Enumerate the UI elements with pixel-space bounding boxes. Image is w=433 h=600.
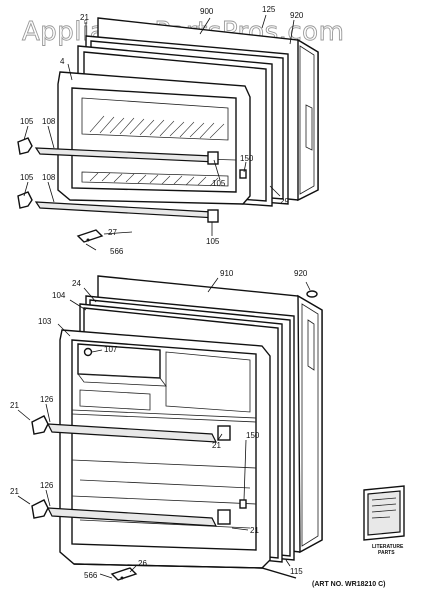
label-125: 125 — [262, 5, 276, 14]
label-115: 115 — [290, 567, 303, 576]
fresh-food-leaders — [17, 277, 311, 579]
end-cap-21-lower — [31, 499, 49, 519]
label-105-d: 105 — [206, 237, 220, 246]
label-107: 107 — [104, 345, 118, 354]
fresh-food-door-assembly — [31, 275, 323, 581]
label-4: 4 — [60, 57, 65, 66]
literature-label-line1: LITERATURE — [372, 544, 404, 550]
freezer-inner-liner — [57, 71, 251, 205]
label-24: 24 — [72, 279, 81, 288]
label-150-top: 150 — [240, 154, 254, 163]
end-cap-105-lower — [17, 191, 33, 209]
knob-107 — [83, 347, 93, 357]
shelf-bracket-21-lower — [217, 509, 231, 525]
shelf-bracket-right-upper — [207, 151, 219, 165]
label-566-bottom: 566 — [84, 571, 98, 580]
label-21-top: 21 — [80, 13, 89, 22]
label-26: 26 — [138, 559, 147, 568]
label-900: 900 — [200, 7, 214, 16]
label-108-a: 108 — [42, 117, 56, 126]
fresh-food-part-numbers: 910 920 24 104 103 107 21 126 21 150 21 … — [10, 269, 308, 580]
freezer-part-numbers: 900 125 920 21 4 105 108 150 105 29 105 … — [20, 5, 304, 256]
fresh-food-shelf-bar-upper — [46, 423, 218, 443]
label-105-c: 105 — [20, 173, 34, 182]
label-21-bottom-c: 21 — [10, 487, 19, 496]
label-105-b: 105 — [212, 179, 226, 188]
label-126-b: 126 — [40, 481, 54, 490]
clip-26 — [110, 567, 138, 581]
end-cap-21-upper — [31, 415, 49, 435]
shelf-bracket-21-upper — [217, 425, 231, 441]
freezer-door-assembly — [17, 17, 319, 243]
label-150-bottom: 150 — [246, 431, 260, 440]
label-21-bottom-b: 21 — [212, 441, 221, 450]
label-126-a: 126 — [40, 395, 54, 404]
label-910: 910 — [220, 269, 234, 278]
label-108-b: 108 — [42, 173, 56, 182]
end-cap-105-upper — [17, 137, 33, 155]
clip-27 — [76, 229, 104, 243]
label-920-top: 920 — [290, 11, 304, 20]
gasket-920-marker — [306, 290, 318, 298]
art-number: (ART NO. WR18210 C) — [312, 581, 386, 588]
label-21-bottom-d: 21 — [250, 526, 259, 535]
label-29: 29 — [280, 197, 289, 206]
label-105-a: 105 — [20, 117, 34, 126]
label-104: 104 — [52, 291, 66, 300]
literature-parts-booklet: LITERATURE PARTS — [363, 485, 405, 556]
label-920-bottom: 920 — [294, 269, 308, 278]
freezer-shelf-bar-lower — [34, 201, 218, 219]
fresh-food-shelf-bar-lower — [46, 507, 218, 527]
label-566-top: 566 — [110, 247, 124, 256]
literature-label-line2: PARTS — [378, 550, 395, 556]
label-103: 103 — [38, 317, 52, 326]
label-27: 27 — [108, 228, 117, 237]
label-21-bottom-a: 21 — [10, 401, 19, 410]
shelf-bracket-right-lower — [207, 209, 219, 223]
freezer-leaders — [23, 14, 295, 251]
